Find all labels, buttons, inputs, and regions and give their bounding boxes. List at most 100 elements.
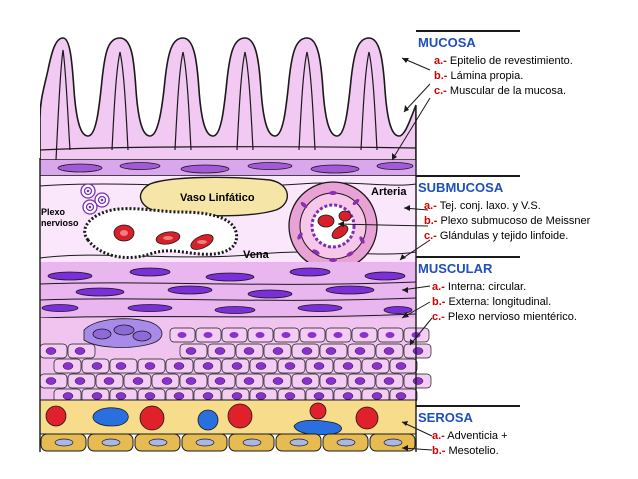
muscle-cell-nucleus <box>45 377 57 385</box>
villi-epithelium <box>40 37 416 161</box>
muscle-cell-nucleus <box>342 362 354 370</box>
muscle-cell-nucleus <box>173 392 185 400</box>
list-item: c.- Muscular de la mucosa. <box>434 85 567 97</box>
muscle-cell-nucleus <box>231 392 243 400</box>
mesothelial-nucleus <box>148 438 168 447</box>
divider <box>416 405 520 407</box>
list-item: a.- Interna: circular. <box>432 281 527 293</box>
mesothelial-nucleus <box>289 438 309 447</box>
muscle-cell-nucleus <box>62 392 74 400</box>
muscle-cell-nucleus <box>255 392 267 400</box>
muscle-cell-nucleus <box>313 392 325 400</box>
section-serosa: SEROSA a.- Adventicia + b.- Mesotelio. <box>416 405 520 459</box>
list-item: a.- Epitelio de revestimiento. <box>434 55 573 67</box>
muscle-cell-nucleus <box>144 362 156 370</box>
muscle-cell-nucleus <box>301 347 313 355</box>
divider <box>416 256 520 258</box>
muscle-cell-nucleus <box>281 332 291 338</box>
list-item: a.- Adventicia + <box>432 430 508 442</box>
muscle-cell-nucleus <box>202 362 214 370</box>
muscle-cell-nucleus <box>177 332 187 338</box>
muscle-cell-nucleus <box>272 377 284 385</box>
muscle-cell-nucleus <box>284 362 296 370</box>
muscle-cell-nucleus <box>383 377 395 385</box>
mucosa-layer <box>40 37 416 177</box>
muscle-cell-nucleus <box>333 332 343 338</box>
section-submucosa: SUBMUCOSA a.- Tej. conj. laxo. y V.S. b.… <box>416 175 591 244</box>
muscle-cell-nucleus <box>103 377 115 385</box>
muscular-circular-layer <box>39 262 417 319</box>
list-item: c.- Glándulas y tejido linfoide. <box>424 230 569 242</box>
section-mucosa: MUCOSA a.- Epitelio de revestimiento. b.… <box>416 30 573 99</box>
muscle-cell-nucleus <box>203 332 213 338</box>
muscle-cell-nucleus <box>313 362 325 370</box>
muscle-cell-nucleus <box>385 332 395 338</box>
muscle-cell-nucleus <box>243 347 255 355</box>
mesothelium <box>40 433 416 452</box>
muscle-cell-nucleus <box>115 362 127 370</box>
muscle-cell-nucleus <box>74 377 86 385</box>
muscle-cell-nucleus <box>214 377 226 385</box>
mesothelial-nucleus <box>195 438 215 447</box>
muscle-cell-nucleus <box>243 377 255 385</box>
muscle-cell-nucleus <box>202 392 214 400</box>
list-item: c.- Plexo nervioso mientérico. <box>432 311 577 323</box>
muscle-cell-nucleus <box>354 377 366 385</box>
muscle-cell-nucleus <box>284 392 296 400</box>
muscle-cell-nucleus <box>301 377 313 385</box>
muscle-cell-nucleus <box>395 362 407 370</box>
muscle-cell-nucleus <box>185 377 197 385</box>
muscle-cell-nucleus <box>231 362 243 370</box>
mesothelial-nucleus <box>242 438 262 447</box>
section-muscular: MUSCULAR a.- Interna: circular. b.- Exte… <box>416 256 577 325</box>
muscle-cell-nucleus <box>383 347 395 355</box>
muscle-cell-nucleus <box>371 362 383 370</box>
muscle-cell-nucleus <box>412 347 424 355</box>
muscle-cell-nucleus <box>255 332 265 338</box>
list-item: b.- Mesotelio. <box>432 445 499 457</box>
muscle-cell-nucleus <box>342 392 354 400</box>
section-title: SUBMUCOSA <box>418 180 504 195</box>
muscle-cell-nucleus <box>132 377 144 385</box>
muscle-cell-nucleus <box>45 347 57 355</box>
divider <box>416 175 520 177</box>
muscle-cell-nucleus <box>307 332 317 338</box>
myenteric-plexus <box>83 318 163 348</box>
muscle-cell-nucleus <box>91 362 103 370</box>
muscle-cell-nucleus <box>272 347 284 355</box>
mesothelial-nucleus <box>383 438 403 447</box>
muscle-cell-nucleus <box>359 332 369 338</box>
muscle-cell-nucleus <box>74 347 86 355</box>
muscle-cell-nucleus <box>412 377 424 385</box>
muscle-cell-nucleus <box>115 392 127 400</box>
muscle-cell-nucleus <box>91 392 103 400</box>
plexo-nervioso-label-2: nervioso <box>41 218 79 228</box>
vena-label: Vena <box>243 249 270 261</box>
vaso-linfatico-label: Vaso Linfático <box>180 192 255 204</box>
muscle-cell-nucleus <box>185 347 197 355</box>
plexo-nervioso-label-1: Plexo <box>41 207 66 217</box>
vein: Vena <box>83 207 270 261</box>
serosa-layer <box>39 399 417 452</box>
muscle-cell-nucleus <box>229 332 239 338</box>
divider <box>416 30 520 32</box>
muscle-cell-nucleus <box>354 347 366 355</box>
lymphatic-vessel: Vaso Linfático <box>139 176 288 217</box>
arteria-label: Arteria <box>371 186 407 198</box>
section-title: SEROSA <box>418 410 473 425</box>
mesothelial-nucleus <box>336 438 356 447</box>
list-item: b.- Externa: longitudinal. <box>432 296 552 308</box>
section-title: MUCOSA <box>418 35 476 50</box>
muscle-cell-nucleus <box>214 347 226 355</box>
muscle-cell-nucleus <box>395 392 407 400</box>
mesothelial-nucleus <box>101 438 121 447</box>
section-title: MUSCULAR <box>418 261 493 276</box>
list-item: b.- Plexo submucoso de Meissner <box>424 215 591 227</box>
muscle-cell-nucleus <box>173 362 185 370</box>
list-item: a.- Tej. conj. laxo. y V.S. <box>424 200 541 212</box>
muscle-cell-nucleus <box>161 377 173 385</box>
muscle-cell-nucleus <box>325 347 337 355</box>
muscle-cell-nucleus <box>255 362 267 370</box>
muscle-cell-nucleus <box>371 392 383 400</box>
